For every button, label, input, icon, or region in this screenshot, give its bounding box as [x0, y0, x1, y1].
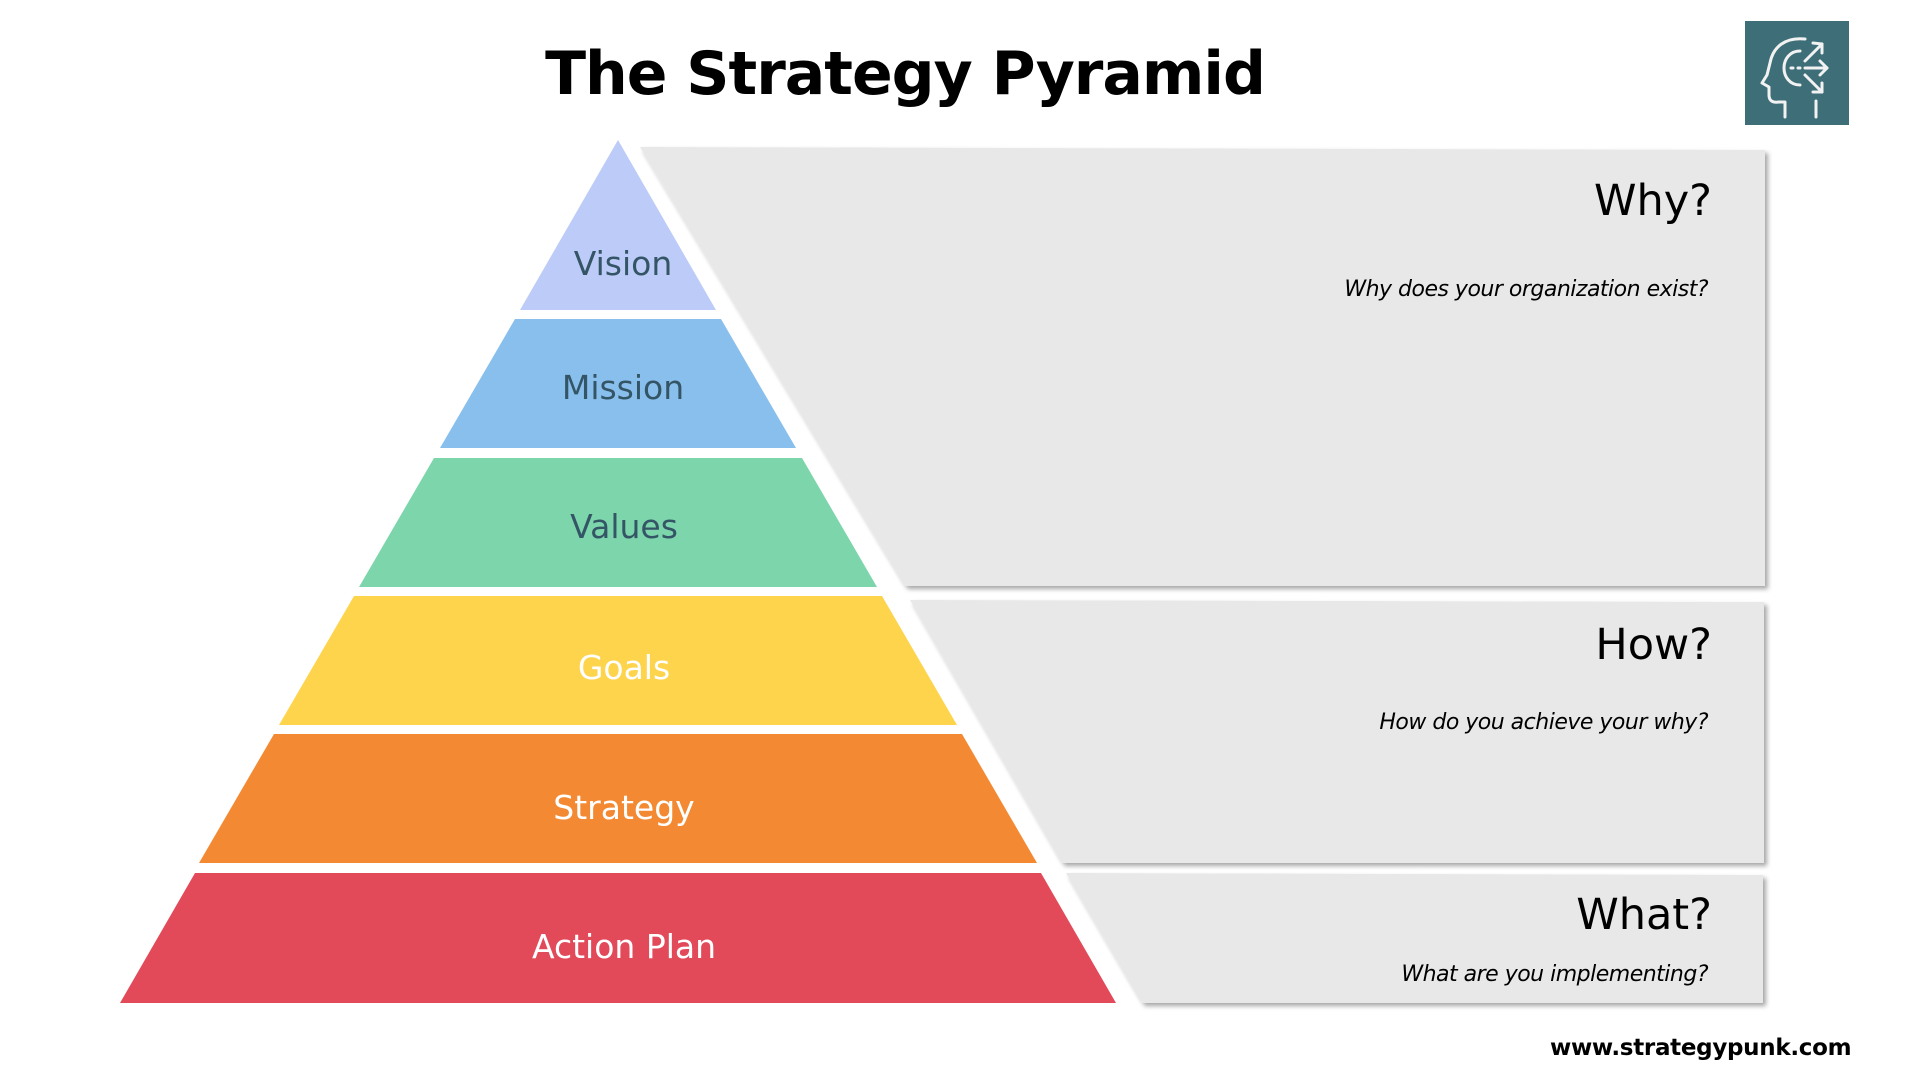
head-with-arrows-icon [1745, 21, 1849, 125]
website-link[interactable]: www.strategypunk.com [1550, 1035, 1852, 1061]
panel-how-heading: How? [1595, 620, 1712, 670]
tier-action-plan [120, 873, 1116, 1003]
tier-label-mission: Mission [561, 368, 685, 407]
panel-why [640, 147, 1765, 586]
tier-vision [520, 140, 716, 310]
tier-strategy [199, 734, 1037, 863]
tier-mission [440, 319, 796, 448]
panel-what [1066, 873, 1763, 1003]
panel-how [910, 600, 1764, 863]
tier-values [359, 458, 877, 587]
tier-label-strategy: Strategy [553, 788, 695, 827]
tier-label-vision: Vision [573, 244, 673, 283]
panel-what-question: What are you implementing? [1401, 962, 1708, 987]
page-title: The Strategy Pyramid [545, 39, 1266, 109]
panel-how-question: How do you achieve your why? [1379, 710, 1708, 735]
tier-label-values: Values [570, 507, 678, 546]
panel-why-question: Why does your organization exist? [1344, 277, 1708, 302]
tier-label-action-plan: Action Plan [531, 927, 717, 966]
tier-goals [279, 596, 957, 725]
tier-label-goals: Goals [577, 648, 671, 687]
panel-why-heading: Why? [1593, 176, 1712, 226]
panel-what-heading: What? [1576, 890, 1712, 940]
